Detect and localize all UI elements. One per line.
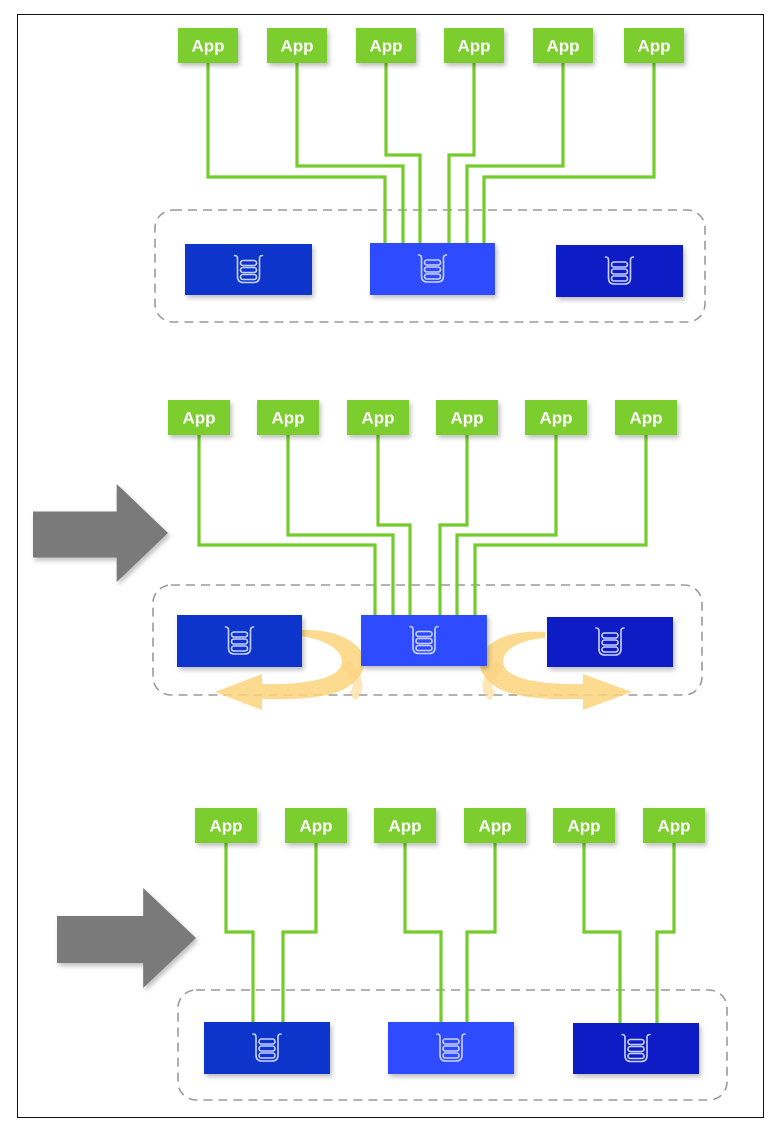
app-node[interactable]: App (643, 808, 705, 843)
connection-wire (206, 63, 387, 245)
app-label: App (546, 37, 579, 56)
connection-wire (281, 843, 318, 1024)
app-node[interactable]: App (267, 28, 327, 63)
app-node[interactable]: App (285, 808, 347, 843)
app-label: App (271, 409, 304, 428)
queue-icon (595, 627, 625, 656)
app-label: App (299, 817, 332, 836)
connection-wire (384, 63, 422, 245)
connection-wire (295, 63, 405, 245)
app-label: App (182, 409, 215, 428)
app-node[interactable]: App (533, 28, 593, 63)
queue-right[interactable] (556, 245, 683, 297)
queue-icon (224, 626, 255, 655)
app-node[interactable]: App (464, 808, 526, 843)
app-label: App (457, 37, 490, 56)
connection-wire (582, 843, 622, 1025)
queue-cluster-container (177, 989, 728, 1101)
app-node[interactable]: App (178, 28, 238, 63)
app-node[interactable]: App (347, 400, 409, 435)
queue-icon (604, 256, 635, 285)
section-stage-2-rebalancing: App App App App App App (33, 400, 703, 710)
queue-icon (436, 1033, 466, 1062)
app-node[interactable]: App (356, 28, 416, 63)
rebalance-arrow-left-icon (215, 629, 365, 710)
queue-icon (409, 625, 439, 655)
queue-cluster-container (154, 209, 706, 323)
queue-icon (417, 254, 448, 283)
queue-right[interactable] (547, 617, 673, 667)
queue-icon (233, 254, 264, 284)
app-label: App (361, 409, 394, 428)
app-node[interactable]: App (436, 400, 498, 435)
connection-wire (197, 435, 377, 617)
section-stage-1-all-on-one-queue: App App App App App App (154, 28, 706, 323)
app-node[interactable]: App (374, 808, 436, 843)
connection-wire (465, 843, 497, 1024)
queue-icon (621, 1033, 651, 1063)
app-node[interactable]: App (444, 28, 504, 63)
connection-wire (403, 843, 443, 1024)
queue-center[interactable] (370, 243, 495, 295)
queue-right[interactable] (573, 1023, 699, 1074)
app-label: App (450, 409, 483, 428)
app-label: App (478, 817, 511, 836)
queue-left[interactable] (204, 1022, 330, 1074)
app-node[interactable]: App (257, 400, 319, 435)
connection-wire (224, 843, 255, 1024)
queue-center[interactable] (361, 615, 487, 666)
app-label: App (280, 37, 313, 56)
section-stage-3-balanced: App App App App App App (57, 808, 728, 1101)
rebalance-arrow-overlap (341, 660, 363, 701)
app-label: App (637, 37, 670, 56)
app-label: App (191, 37, 224, 56)
app-label: App (567, 817, 600, 836)
connection-wire (482, 63, 656, 245)
connection-wire (465, 63, 565, 245)
app-label: App (539, 409, 572, 428)
app-node[interactable]: App (624, 28, 684, 63)
transition-arrow-icon (57, 888, 196, 988)
connection-wire (376, 435, 412, 617)
connection-wire (438, 435, 469, 617)
app-label: App (629, 409, 662, 428)
app-label: App (657, 817, 690, 836)
connection-wire (286, 435, 395, 617)
queue-icon (252, 1033, 282, 1062)
app-label: App (369, 37, 402, 56)
connection-wire (455, 435, 558, 617)
rebalance-arrow-overlap (482, 660, 504, 701)
queue-cluster-container (152, 584, 703, 696)
connection-wires (197, 435, 648, 617)
queue-center[interactable] (388, 1022, 514, 1074)
rebalance-arrow-right-icon (479, 631, 632, 710)
queue-left[interactable] (177, 615, 302, 667)
connection-wire (473, 435, 648, 617)
queue-left[interactable] (185, 244, 312, 295)
app-node[interactable]: App (553, 808, 615, 843)
connection-wires (206, 63, 656, 245)
app-label: App (388, 817, 421, 836)
connection-wire (447, 63, 476, 245)
app-node[interactable]: App (525, 400, 587, 435)
app-node[interactable]: App (195, 808, 257, 843)
app-node[interactable]: App (615, 400, 677, 435)
transition-arrow-icon (33, 484, 168, 582)
app-label: App (209, 817, 242, 836)
connection-wire (655, 843, 676, 1025)
diagram-frame (17, 14, 764, 1118)
connection-wires (224, 843, 676, 1025)
app-node[interactable]: App (168, 400, 230, 435)
